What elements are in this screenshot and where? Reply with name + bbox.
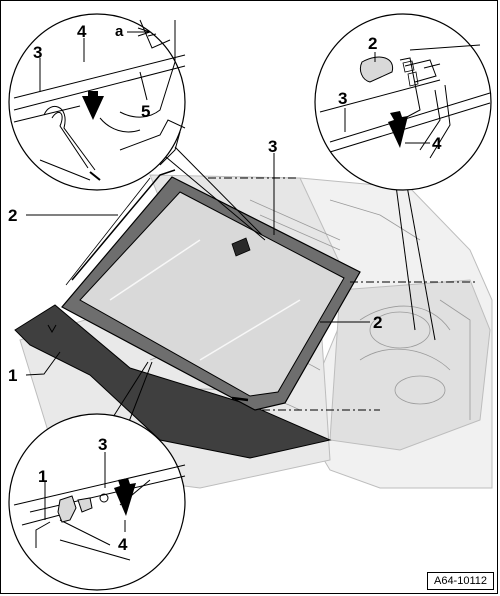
cowl-mark bbox=[47, 324, 57, 334]
glass-reflections bbox=[109, 239, 301, 361]
label-tr-clip: 2 bbox=[368, 34, 377, 53]
windscreen-glass bbox=[79, 191, 345, 397]
label-bl-strip: 3 bbox=[98, 435, 107, 454]
top-right-clip bbox=[359, 56, 394, 83]
label-tl-strip: 3 bbox=[33, 43, 42, 62]
trim-strip-outer bbox=[71, 169, 176, 281]
label-tl-dim: a bbox=[115, 23, 124, 40]
label-main-bead-lower: 2 bbox=[373, 313, 382, 332]
bottom-left-clip bbox=[57, 495, 93, 523]
detail-circle-top-right bbox=[314, 13, 492, 191]
lower-edge-mark bbox=[231, 396, 249, 402]
figure-reference-number: A64-10112 bbox=[426, 572, 494, 590]
label-main-strip: 3 bbox=[268, 137, 277, 156]
top-right-callouts bbox=[344, 52, 430, 144]
reference-lines bbox=[208, 177, 476, 411]
main-callouts bbox=[25, 153, 370, 376]
top-left-callouts bbox=[39, 31, 150, 101]
label-tr-strip: 3 bbox=[338, 89, 347, 108]
detail-circle-top-left bbox=[8, 13, 186, 191]
cowl-panel bbox=[14, 304, 332, 459]
label-tr-arrow: 4 bbox=[432, 134, 442, 153]
mirror-mount bbox=[231, 237, 251, 257]
label-main-bead-upper: 2 bbox=[8, 206, 17, 225]
label-tl-clip: 5 bbox=[141, 102, 150, 121]
label-tl-arrow: 4 bbox=[77, 22, 87, 41]
label-main-glass: 1 bbox=[8, 366, 17, 385]
dim-a-arrow bbox=[137, 27, 152, 37]
detail-circle-bottom-left bbox=[8, 413, 186, 591]
trim-strip-outer-2 bbox=[65, 177, 151, 286]
label-bl-part: 1 bbox=[38, 467, 47, 486]
top-right-clip-detail bbox=[402, 60, 419, 87]
bottom-left-callouts bbox=[44, 452, 126, 532]
label-bl-arrow: 4 bbox=[118, 535, 128, 554]
